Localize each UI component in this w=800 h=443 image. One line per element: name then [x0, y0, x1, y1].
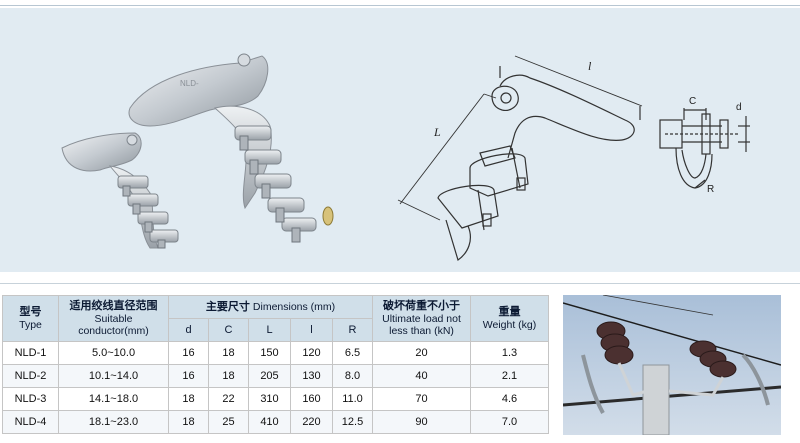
cell-weight: 2.1 [470, 364, 550, 388]
large-clamp-image: NLD- [128, 53, 334, 243]
cell-type: NLD-4 [2, 410, 59, 434]
cell-R: 12.5 [331, 410, 374, 434]
dim-label-C: C [689, 96, 696, 107]
clamp-model-engraving: NLD- [180, 79, 199, 88]
cell-l: 220 [290, 410, 333, 434]
cell-type: NLD-1 [2, 341, 59, 365]
cell-L: 310 [248, 387, 291, 411]
cell-C: 18 [208, 341, 249, 365]
cross-section-drawing [659, 108, 750, 189]
cell-C: 25 [208, 410, 249, 434]
cell-d: 16 [168, 341, 209, 365]
cell-d: 16 [168, 364, 209, 388]
cell-R: 6.5 [331, 341, 374, 365]
cell-weight: 4.6 [470, 387, 550, 411]
installation-photo [563, 295, 781, 435]
dim-label-L: L [433, 125, 441, 139]
cell-load: 40 [372, 364, 472, 388]
cell-weight: 7.0 [470, 410, 550, 434]
cell-l: 120 [290, 341, 333, 365]
header-dim-C: C [208, 318, 249, 342]
cell-load: 20 [372, 341, 472, 365]
dim-label-d: d [736, 102, 742, 113]
cell-d: 18 [168, 387, 209, 411]
cell-type: NLD-2 [2, 364, 59, 388]
cell-C: 18 [208, 364, 249, 388]
cell-load: 70 [372, 387, 472, 411]
header-type: 型号 Type [2, 295, 59, 342]
header-dim-d: d [168, 318, 209, 342]
cell-conductor: 14.1~18.0 [58, 387, 169, 411]
cell-l: 130 [290, 364, 333, 388]
cell-L: 410 [248, 410, 291, 434]
small-clamp-image [61, 132, 179, 249]
cell-L: 150 [248, 341, 291, 365]
cell-R: 11.0 [331, 387, 374, 411]
header-dim-R: R [331, 318, 374, 342]
cell-L: 205 [248, 364, 291, 388]
dimension-lines [397, 55, 643, 221]
product-hero-panel: NLD- [0, 8, 800, 272]
cell-conductor: 18.1~23.0 [58, 410, 169, 434]
cell-type: NLD-3 [2, 387, 59, 411]
dim-label-l: l [588, 59, 592, 73]
specification-table: 型号 Type 适用绞线直径范围 Suitable conductor(mm) … [2, 295, 550, 434]
cell-conductor: 5.0~10.0 [58, 341, 169, 365]
section-divider [0, 283, 800, 284]
product-illustration: NLD- [61, 53, 750, 261]
top-rule [0, 5, 800, 6]
header-dimensions: 主要尺寸 Dimensions (mm) [167, 295, 374, 319]
header-weight: 重量 Weight (kg) [470, 295, 550, 342]
cell-l: 160 [290, 387, 333, 411]
header-dim-l: l [290, 318, 333, 342]
clamp-line-drawing [437, 66, 641, 261]
cell-R: 8.0 [331, 364, 374, 388]
header-conductor: 适用绞线直径范围 Suitable conductor(mm) [58, 295, 169, 342]
cell-weight: 1.3 [470, 341, 550, 365]
cell-load: 90 [372, 410, 472, 434]
table-row: NLD-1 5.0~10.0 16 18 150 120 6.5 20 1.3 [2, 341, 550, 365]
cell-conductor: 10.1~14.0 [58, 364, 169, 388]
table-row: NLD-4 18.1~23.0 18 25 410 220 12.5 90 7.… [2, 410, 550, 434]
cell-C: 22 [208, 387, 249, 411]
cell-d: 18 [168, 410, 209, 434]
table-row: NLD-2 10.1~14.0 16 18 205 130 8.0 40 2.1 [2, 364, 550, 388]
table-row: NLD-3 14.1~18.0 18 22 310 160 11.0 70 4.… [2, 387, 550, 411]
header-dim-L: L [248, 318, 291, 342]
dim-label-R: R [707, 184, 714, 195]
header-ultimate-load: 破坏荷重不小于 Ultimate load not less than (kN) [372, 295, 472, 342]
